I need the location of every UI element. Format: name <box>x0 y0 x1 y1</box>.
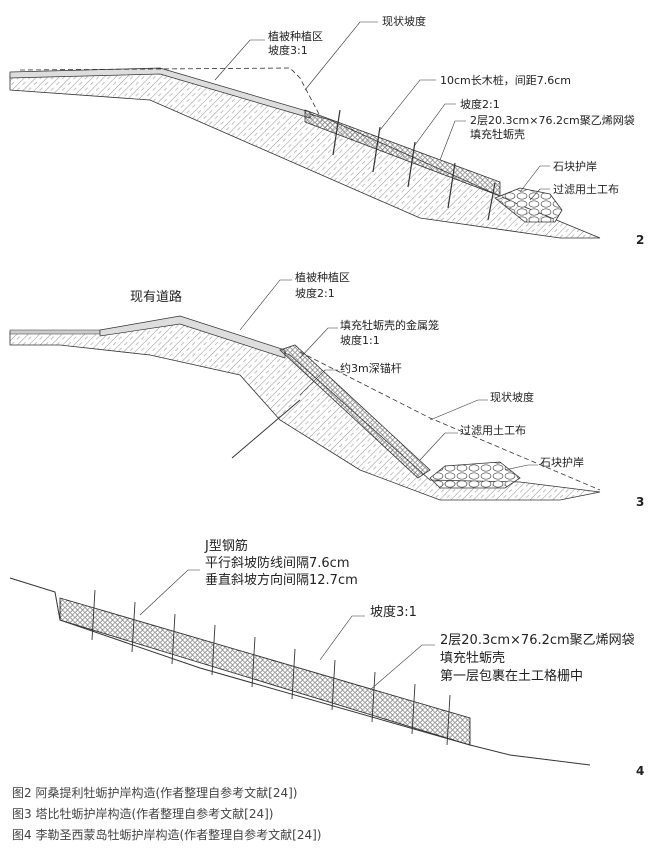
metal-cage <box>279 344 431 479</box>
label-veg-zone: 植被种植区 <box>268 29 323 43</box>
figure-2: 植被种植区 坡度3:1 现状坡度 10cm长木桩，间距7.6cm 坡度2:1 2… <box>9 14 644 247</box>
label-perpendicular: 垂直斜坡方向间隔12.7cm <box>205 572 358 588</box>
label-existing-slope: 现状坡度 <box>490 390 534 404</box>
label-veg-zone: 植被种植区 <box>295 270 350 284</box>
label-stakes: 10cm长木桩，间距7.6cm <box>440 73 571 87</box>
label-fill: 填充牡蛎壳 <box>470 127 525 141</box>
label-riprap: 石块护岸 <box>553 159 597 173</box>
label-cage: 填充牡蛎壳的金属笼 <box>340 318 439 332</box>
label-slope-31: 坡度3:1 <box>268 43 308 57</box>
existing-slope-line <box>299 351 601 491</box>
riprap <box>494 187 563 223</box>
label-existing-slope: 现状坡度 <box>382 14 426 28</box>
figure-4: J型钢筋 平行斜坡防线间隔7.6cm 垂直斜坡方向间隔12.7cm 坡度3:1 … <box>9 538 644 778</box>
caption-fig2: 图2 阿桑提利牡蛎护岸构造(作者整理自参考文献[24]) <box>12 786 298 800</box>
figure-number: 2 <box>636 233 644 247</box>
caption-fig3: 图3 塔比牡蛎护岸构造(作者整理自参考文献[24]) <box>12 807 274 821</box>
label-slope-11: 坡度1:1 <box>340 333 380 347</box>
figure-number: 3 <box>636 495 644 509</box>
label-parallel: 平行斜坡防线间隔7.6cm <box>205 555 350 571</box>
j-rebars <box>91 589 451 746</box>
label-anchor: 约3m深锚杆 <box>340 361 402 375</box>
vegetation-layer <box>99 315 286 359</box>
label-slope-31: 坡度3:1 <box>370 604 417 620</box>
road <box>9 329 101 335</box>
label-fill: 填充牡蛎壳 <box>440 650 505 666</box>
leader-lines <box>139 569 435 691</box>
label-geotextile: 过滤用土工布 <box>460 424 526 437</box>
label-slope-21: 坡度2:1 <box>295 286 335 300</box>
leader-lines <box>214 21 550 201</box>
label-geogrid: 第一层包裹在土工格栅中 <box>440 668 583 684</box>
label-slope-21: 坡度2:1 <box>460 97 500 111</box>
anchor-rod <box>231 399 301 459</box>
riprap <box>429 461 521 489</box>
label-road: 现有道路 <box>130 289 182 305</box>
label-rebar: J型钢筋 <box>204 538 248 554</box>
label-riprap: 石块护岸 <box>540 455 584 469</box>
oyster-bag-layer <box>59 597 471 746</box>
leader-lines <box>239 279 538 471</box>
wood-stakes <box>332 109 496 221</box>
caption-fig4: 图4 李勒圣西蒙岛牡蛎护岸构造(作者整理自参考文献[24]) <box>12 828 322 842</box>
ground-line <box>9 577 591 766</box>
soil-body <box>9 69 601 239</box>
label-bags: 2层20.3cm×76.2cm聚乙烯网袋 <box>470 113 635 127</box>
figure-3: 现有道路 植被种植区 坡度2:1 填充牡蛎壳的金属笼 坡度1:1 约3m深锚杆 … <box>9 270 644 509</box>
figure-number: 4 <box>636 764 644 778</box>
label-geotextile: 过滤用土工布 <box>553 183 619 196</box>
existing-slope-line <box>19 67 321 117</box>
label-bags: 2层20.3cm×76.2cm聚乙烯网袋 <box>440 633 635 648</box>
